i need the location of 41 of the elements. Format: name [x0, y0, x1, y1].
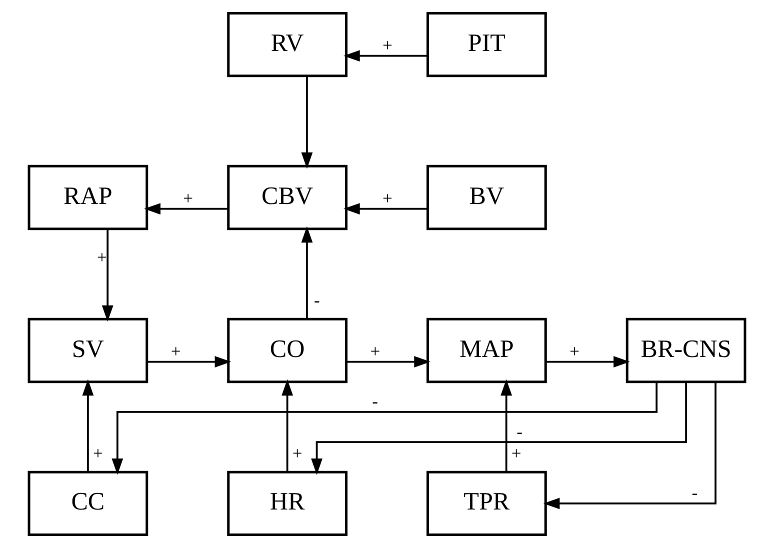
arrow: [542, 382, 716, 510]
node-box: PIT: [426, 12, 546, 78]
edge-label: +: [92, 443, 102, 464]
edge-label: +: [569, 341, 580, 362]
node-box: CO: [226, 318, 347, 384]
node-box: HR: [226, 470, 347, 536]
edge-label: +: [510, 443, 521, 464]
node-box: RAP: [27, 164, 148, 230]
edge-label: +: [170, 341, 180, 362]
node-box: BR-CNS: [625, 318, 746, 384]
node-box: CC: [27, 470, 148, 536]
arrow: [545, 356, 630, 368]
arrow: [300, 226, 312, 319]
edge-label: +: [370, 341, 380, 362]
edge-label: +: [182, 188, 193, 208]
arrow: [343, 203, 427, 214]
node-box: SV: [27, 318, 148, 384]
edge-label: -: [691, 482, 698, 503]
node-box: MAP: [426, 318, 546, 384]
arrow: [346, 356, 430, 368]
arrow: [310, 382, 686, 475]
edge-label: +: [382, 188, 392, 208]
node-box: TPR: [426, 470, 546, 536]
edge-label: -: [516, 421, 522, 442]
node-box: BV: [426, 164, 546, 230]
arrow: [101, 229, 113, 322]
arrow: [146, 356, 231, 368]
arrow: [500, 379, 512, 472]
edge-label: -: [314, 290, 320, 310]
arrow: [144, 203, 228, 214]
node-box: RV: [226, 12, 347, 78]
edge-label: +: [292, 443, 302, 464]
edge-label: -: [372, 391, 378, 412]
edge-label: +: [96, 246, 106, 267]
arrow: [82, 379, 94, 472]
arrow: [281, 379, 293, 472]
arrow: [300, 76, 312, 169]
node-box: CBV: [226, 164, 347, 230]
arrow: [343, 50, 427, 62]
arrow: [111, 382, 658, 475]
edge-label: +: [382, 35, 392, 56]
